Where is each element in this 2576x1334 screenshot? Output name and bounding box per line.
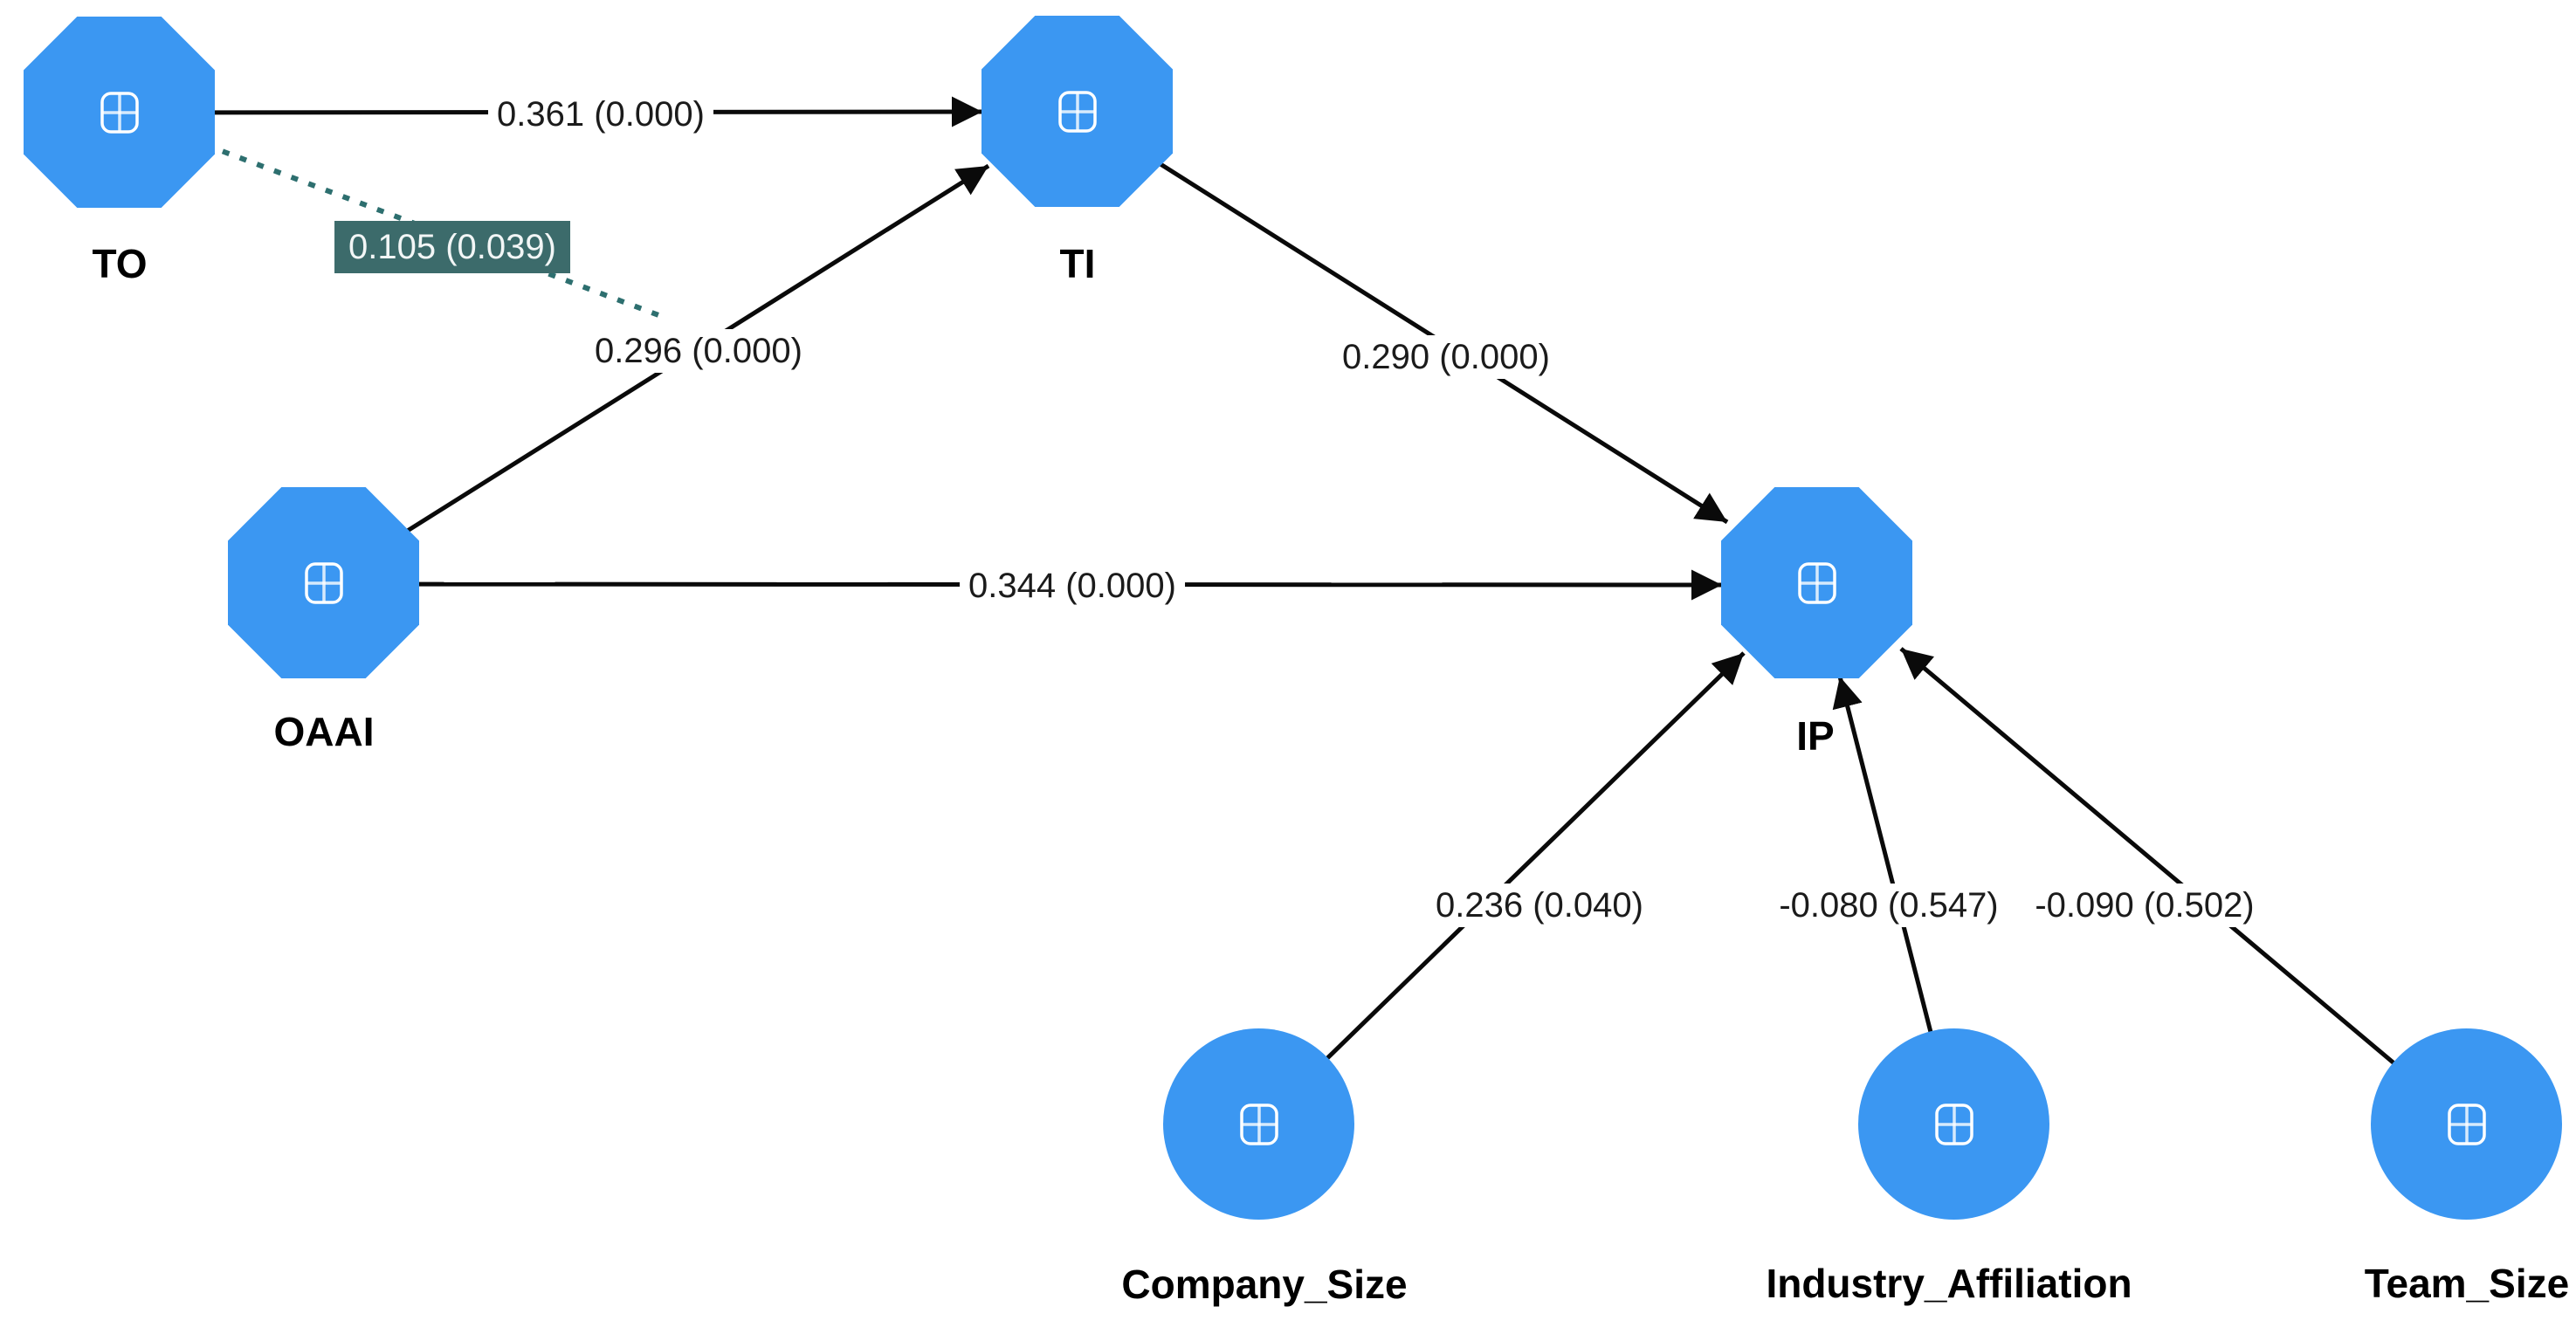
coef-moderation-badge: 0.105 (0.039) bbox=[334, 221, 570, 273]
node-label-ip: IP bbox=[1796, 713, 1835, 759]
plus-square-icon bbox=[1239, 1103, 1278, 1145]
node-label-industry-affiliation: Industry_Affiliation bbox=[1766, 1261, 2132, 1306]
coef-team-size-ip: -0.090 (0.502) bbox=[2026, 884, 2263, 927]
plus-square-icon bbox=[1934, 1103, 1973, 1145]
node-oaai[interactable] bbox=[228, 487, 419, 678]
coef-to-ti: 0.361 (0.000) bbox=[488, 93, 713, 136]
plus-square-icon bbox=[2447, 1103, 2486, 1145]
node-ti[interactable] bbox=[981, 16, 1173, 207]
coef-oaai-ti: 0.296 (0.000) bbox=[586, 329, 811, 373]
node-label-oaai: OAAI bbox=[273, 709, 375, 754]
node-label-ti: TI bbox=[1059, 241, 1096, 286]
path-oaai-ti[interactable] bbox=[322, 163, 990, 586]
plus-square-icon bbox=[1797, 561, 1836, 604]
path-ti-ip[interactable] bbox=[1076, 109, 1729, 525]
plus-square-icon bbox=[304, 561, 343, 604]
node-ip[interactable] bbox=[1721, 487, 1912, 678]
node-label-company-size: Company_Size bbox=[1121, 1262, 1408, 1307]
node-label-team-size: Team_Size bbox=[2364, 1261, 2570, 1306]
node-team-size[interactable] bbox=[2371, 1028, 2562, 1220]
coef-company-size-ip: 0.236 (0.040) bbox=[1427, 884, 1652, 927]
coef-ti-ip: 0.290 (0.000) bbox=[1333, 335, 1559, 379]
node-company-size[interactable] bbox=[1163, 1028, 1354, 1220]
coef-oaai-ip: 0.344 (0.000) bbox=[960, 564, 1185, 608]
node-to[interactable] bbox=[24, 17, 215, 208]
node-industry-affiliation[interactable] bbox=[1858, 1028, 2049, 1220]
coef-industry-affiliation-ip: -0.080 (0.547) bbox=[1770, 884, 2008, 927]
node-label-to: TO bbox=[92, 241, 148, 286]
plus-square-icon bbox=[1057, 90, 1097, 133]
plus-square-icon bbox=[100, 91, 139, 134]
